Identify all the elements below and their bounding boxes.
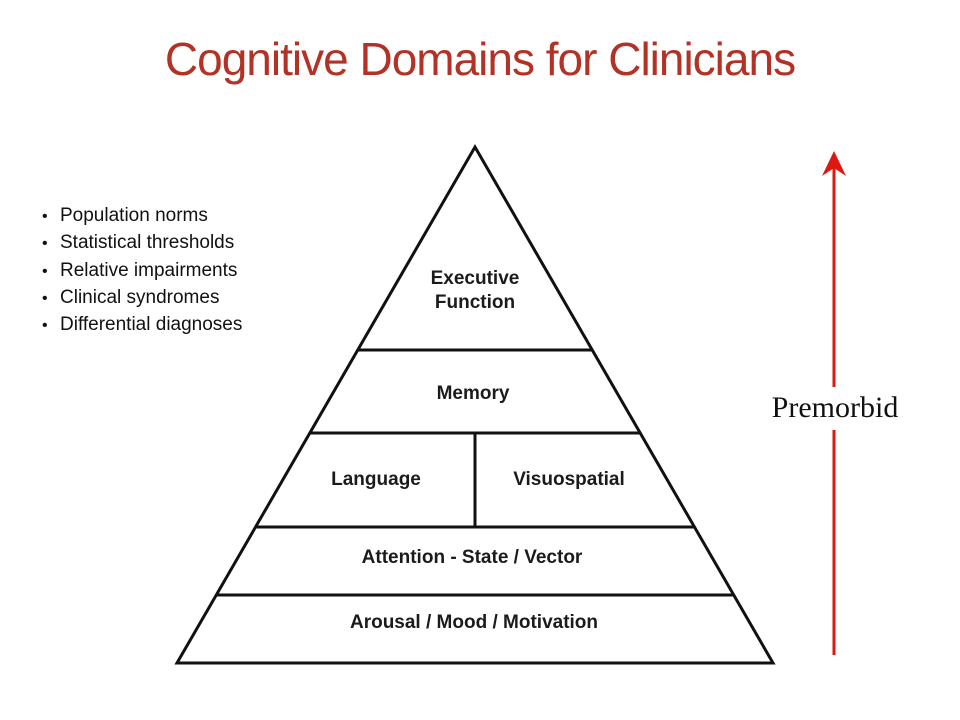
bullet-icon: • — [42, 262, 48, 280]
bullet-icon: • — [42, 208, 48, 225]
arrow-up-icon — [822, 151, 846, 176]
bullet-icon: • — [42, 235, 48, 253]
premorbid-label: Premorbid — [767, 391, 903, 425]
bullet-text: Clinical syndromes — [60, 286, 220, 308]
bullet-text: Statistical thresholds — [60, 232, 235, 254]
list-item: • Differential diagnoses — [42, 312, 242, 339]
pyramid-level-attention: Attention - State / Vector — [361, 547, 583, 568]
bullet-icon: • — [42, 289, 48, 307]
pyramid-level-language: Language — [331, 469, 421, 490]
pyramid-level-arousal: Arousal / Mood / Motivation — [349, 612, 599, 633]
list-item: • Clinical syndromes — [42, 285, 242, 312]
bullet-list: • Population norms • Statistical thresho… — [42, 203, 242, 339]
pyramid-level-memory: Memory — [436, 383, 510, 404]
bullet-icon: • — [42, 317, 48, 335]
bullet-text: Differential diagnoses — [60, 314, 243, 336]
list-item: • Population norms — [42, 203, 242, 230]
pyramid-outline — [174, 144, 776, 665]
list-item: • Relative impairments — [42, 258, 242, 285]
bullet-text: Relative impairments — [60, 259, 238, 281]
bullet-text: Population norms — [60, 205, 208, 226]
pyramid-level-executive-function: Executive Function — [430, 268, 520, 313]
slide-title: Cognitive Domains for Clinicians — [164, 33, 796, 85]
list-item: • Statistical thresholds — [42, 230, 242, 257]
pyramid-level-visuospatial: Visuospatial — [513, 469, 625, 490]
